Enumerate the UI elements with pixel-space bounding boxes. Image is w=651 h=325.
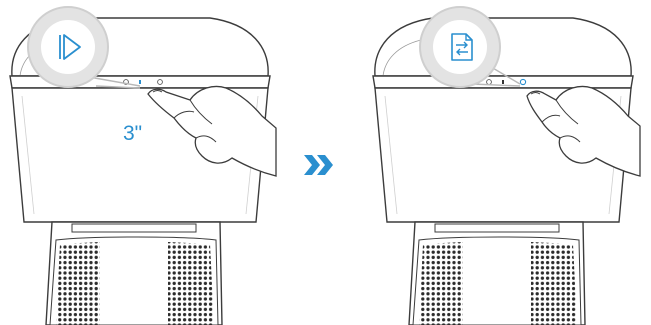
hand-pressing-illustration: [147, 85, 277, 177]
press-duration-label: 3": [123, 122, 142, 145]
double-chevron-right-icon: [304, 155, 333, 175]
step-1-panel: 3": [9, 6, 277, 325]
callout-bubble: [419, 6, 521, 88]
source-switch-icon: [451, 33, 473, 61]
hand-pressing-illustration: [526, 85, 641, 177]
step-2-panel: [372, 6, 641, 325]
callout-bubble: [27, 6, 141, 89]
control-buttons: [123, 79, 163, 85]
speaker-illustration: [372, 17, 634, 325]
play-pause-icon: [59, 34, 81, 60]
